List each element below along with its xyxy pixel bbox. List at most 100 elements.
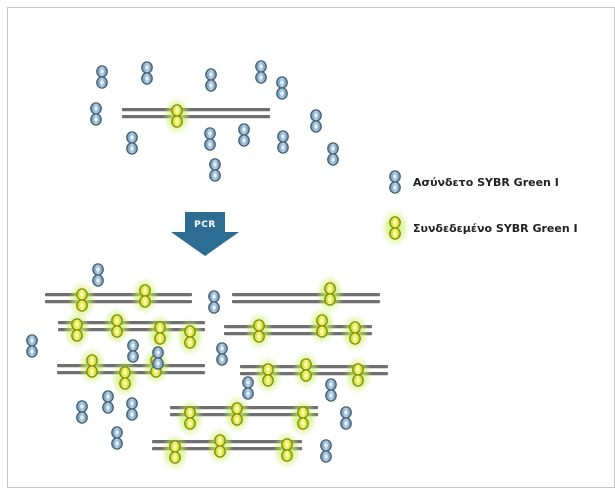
dye-ring-highlight [96,278,100,283]
dye-ring-highlight [115,430,119,435]
dye-ring-highlight [235,417,239,422]
dye-ring-highlight [80,303,84,308]
bound-dye-molecule [324,282,336,306]
dye-ring-highlight [285,442,289,447]
dye-ring-highlight [344,410,348,415]
unbound-dye-molecule [111,426,123,450]
dye-ring-highlight [280,91,284,96]
dye-ring-highlight [304,362,308,367]
dna-double-strand [232,293,380,304]
bound-dye-molecule [300,358,312,382]
bound-dye-molecule [86,354,98,378]
dye-ring-highlight [130,135,134,140]
dye-ring-highlight [130,412,134,417]
bound-dye-molecule [316,314,328,338]
bound-dye-molecule [169,440,181,464]
unbound-dye-molecule [26,334,38,358]
dye-ring-highlight [175,108,179,113]
dye-ring-highlight [123,370,127,375]
dye-ring-highlight [106,405,110,410]
dye-ring-highlight [393,231,397,236]
unbound-dye-molecule [204,127,216,151]
dye-ring-highlight [328,286,332,291]
dye-ring-highlight [90,358,94,363]
bound-dye-molecule [352,363,364,387]
unbound-dye-molecule [76,400,88,424]
dye-ring-highlight [106,394,110,399]
dye-ring-highlight [94,106,98,111]
bound-dye-legend-label: Συνδεδεμένο SYBR Green I [413,222,578,235]
dye-ring-highlight [208,131,212,136]
pcr-arrow: PCR [171,212,239,256]
dye-ring-highlight [131,354,135,359]
dye-molecules [26,60,364,464]
bound-dye-molecule [214,434,226,458]
dye-ring-highlight [100,69,104,74]
dye-ring-highlight [324,443,328,448]
dye-ring-highlight [130,401,134,406]
unbound-dye-molecule [277,130,289,154]
dye-ring-highlight [100,80,104,85]
dye-ring-highlight [393,185,397,190]
dye-ring-highlight [320,318,324,323]
dye-ring-highlight [280,80,284,85]
dye-ring-highlight [94,117,98,122]
dye-ring-highlight [80,292,84,297]
unbound-dye-molecule [90,102,102,126]
bound-dye-molecule [139,284,151,308]
bound-dye-molecule [154,321,166,345]
dye-ring-highlight [188,410,192,415]
dye-ring-highlight [242,127,246,132]
dye-ring-highlight [188,340,192,345]
dye-ring-highlight [266,378,270,383]
dye-ring-highlight [356,378,360,383]
dna-strand-top [232,293,380,297]
bound-dye-molecule [184,406,196,430]
dye-ring-highlight [242,138,246,143]
bound-dye-molecule [171,104,183,128]
unbound-dye-molecule [205,68,217,92]
bound-dye-legend-icon [389,216,401,240]
unbound-dye-molecule [126,397,138,421]
dye-ring-highlight [188,329,192,334]
dna-strand-bottom [122,115,270,119]
dye-ring-highlight [353,336,357,341]
dye-ring-highlight [218,438,222,443]
unbound-dye-molecule [320,439,332,463]
dye-ring-highlight [393,220,397,225]
dye-ring-highlight [220,357,224,362]
dye-ring-highlight [30,338,34,343]
dye-ring-highlight [301,421,305,426]
unbound-dye-molecule [242,376,254,400]
dye-ring-highlight [212,294,216,299]
dye-ring-highlight [143,299,147,304]
bound-dye-molecule [184,325,196,349]
bound-dye-molecule [119,366,131,390]
dye-ring-highlight [285,453,289,458]
dye-ring-highlight [143,288,147,293]
bound-dye-molecule [71,318,83,342]
dye-ring-highlight [173,444,177,449]
unbound-dye-molecule [92,263,104,287]
dye-ring-highlight [156,350,160,355]
dye-ring-highlight [246,380,250,385]
dye-ring-highlight [329,393,333,398]
dye-ring-highlight [304,373,308,378]
dye-ring-highlight [208,142,212,147]
dye-ring-highlight [314,113,318,118]
dye-ring-highlight [320,329,324,334]
dye-ring-highlight [115,329,119,334]
dna-strand-top [45,293,192,297]
dye-ring-highlight [75,333,79,338]
legend: Ασύνδετο SYBR Green I Συνδεδεμένο SYBR G… [389,170,578,240]
dye-ring-highlight [145,76,149,81]
unbound-dye-molecule [96,65,108,89]
pcr-arrow-label: PCR [194,220,216,230]
dye-ring-highlight [328,297,332,302]
dye-ring-highlight [212,305,216,310]
dye-ring-highlight [158,325,162,330]
unbound-dye-molecule [126,131,138,155]
unbound-dye-legend-label: Ασύνδετο SYBR Green I [413,176,559,189]
bound-dye-molecule [111,314,123,338]
